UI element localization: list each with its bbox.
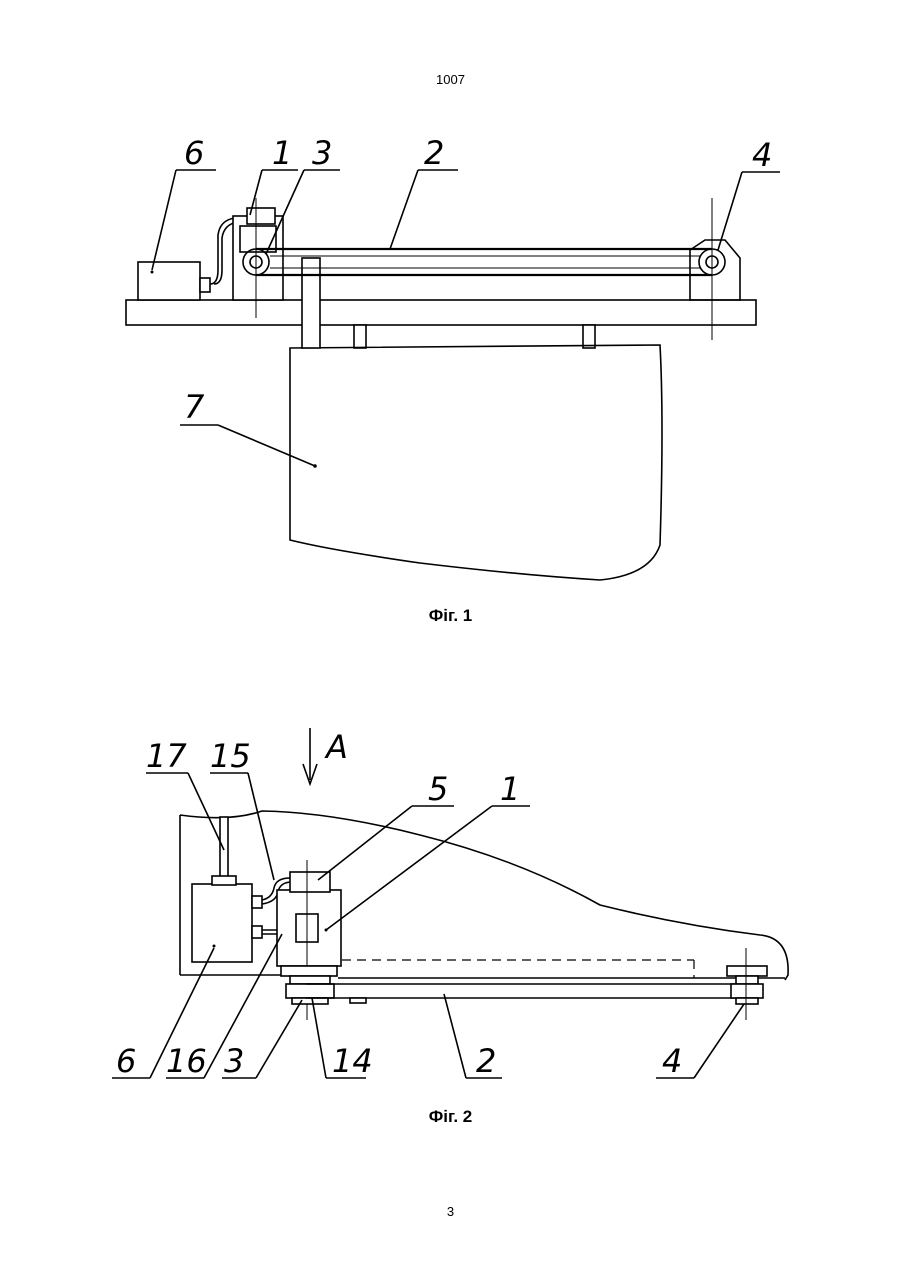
view-label-a: A — [324, 728, 348, 766]
label-1-fig2: 1 — [500, 770, 520, 808]
figure-2-caption: Фіг. 2 — [0, 1107, 901, 1127]
figure-1-caption: Фіг. 1 — [0, 606, 901, 626]
label-2-fig2: 2 — [476, 1042, 496, 1080]
label-14: 14 — [332, 1042, 373, 1080]
drive-shaft — [302, 258, 320, 348]
label-6: 6 — [184, 134, 204, 172]
label-15: 15 — [210, 737, 251, 775]
figure-1-drawing: 6 1 3 2 4 7 — [0, 0, 901, 600]
cable-15 — [262, 878, 290, 900]
label-6-fig2: 6 — [116, 1042, 136, 1080]
cabinet-outline — [180, 811, 788, 980]
base-plate — [126, 300, 756, 325]
label-3: 3 — [312, 134, 332, 172]
control-unit-6 — [138, 262, 200, 300]
plate-support — [583, 325, 595, 348]
label-4-fig2: 4 — [662, 1042, 682, 1080]
label-7: 7 — [184, 388, 205, 426]
idler-4 — [731, 984, 763, 998]
plate-support — [354, 325, 366, 348]
gearbox-5 — [290, 872, 330, 892]
control-unit-6 — [192, 884, 252, 962]
idler-4-top — [727, 966, 767, 976]
label-17: 17 — [146, 737, 187, 775]
label-4: 4 — [752, 136, 772, 174]
label-5: 5 — [428, 770, 448, 808]
drive-pulley-3 — [286, 984, 334, 998]
label-3-fig2: 3 — [224, 1042, 244, 1080]
cabinet-body — [290, 345, 662, 580]
label-2: 2 — [424, 134, 444, 172]
label-1: 1 — [272, 134, 292, 172]
label-16: 16 — [166, 1042, 207, 1080]
rod-17 — [220, 817, 228, 877]
page-number: 3 — [0, 1204, 901, 1219]
motor-1 — [277, 890, 341, 966]
